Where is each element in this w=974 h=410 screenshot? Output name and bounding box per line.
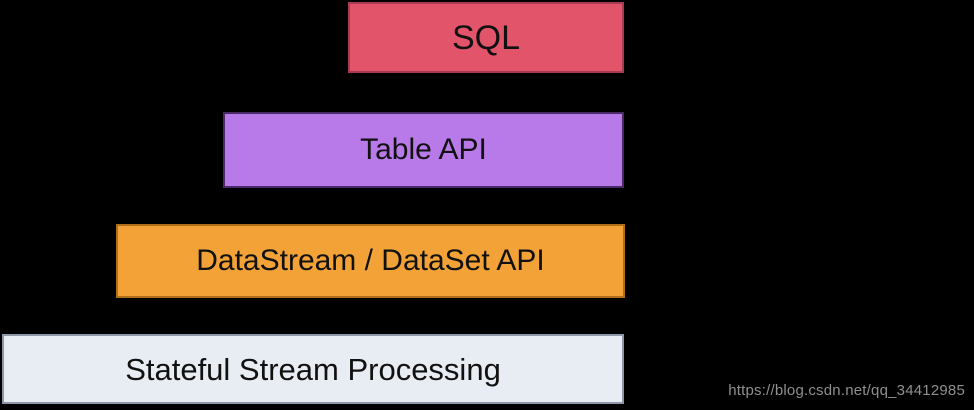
layer-sql: SQL	[348, 2, 624, 73]
layer-table-api: Table API	[223, 112, 624, 188]
layer-stateful-stream-processing: Stateful Stream Processing	[2, 334, 624, 404]
layer-sql-label: SQL	[451, 18, 521, 57]
layer-datastream-dataset-api: DataStream / DataSet API	[116, 224, 625, 298]
watermark-url: https://blog.csdn.net/qq_34412985	[728, 382, 965, 399]
layer-table-api-label: Table API	[360, 133, 487, 166]
layer-datastream-dataset-api-label: DataStream / DataSet API	[196, 244, 545, 277]
layer-stateful-stream-processing-label: Stateful Stream Processing	[125, 351, 501, 387]
